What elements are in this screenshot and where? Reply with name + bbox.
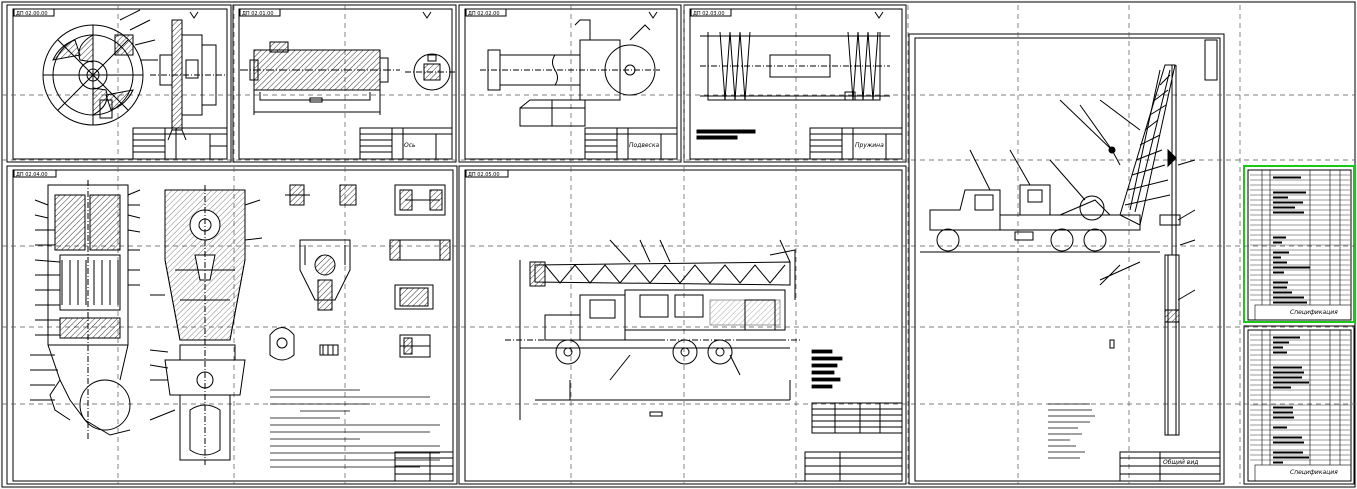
spec-row-text bbox=[1273, 417, 1294, 419]
spec-row-text bbox=[1273, 427, 1287, 429]
sheet-caption-spring: Пружина bbox=[855, 143, 884, 149]
spec-row-text bbox=[1273, 257, 1281, 259]
spec-row-text bbox=[1273, 387, 1291, 389]
spec-row-text bbox=[1273, 407, 1293, 409]
svg-text:ДП 02.05.00: ДП 02.05.00 bbox=[468, 172, 500, 178]
spec-row-text bbox=[1273, 412, 1293, 414]
spec-row-text bbox=[1273, 192, 1306, 194]
spec-row-text bbox=[1273, 262, 1287, 264]
svg-text:ДП 02.01.00: ДП 02.01.00 bbox=[242, 11, 274, 17]
spec-row-text bbox=[1273, 297, 1304, 299]
spec-row-text bbox=[1273, 252, 1289, 254]
spec-row-text bbox=[1273, 212, 1304, 214]
sheet-caption-bracket: Подвеска bbox=[629, 143, 659, 149]
spec-caption-b: Спецификация bbox=[1290, 470, 1338, 476]
spec-row-text bbox=[1273, 197, 1288, 199]
spec-row-text bbox=[1273, 282, 1288, 284]
spec-row-text bbox=[1273, 337, 1300, 339]
spec-row-text bbox=[1273, 202, 1303, 204]
spec-row-text bbox=[1273, 452, 1303, 454]
svg-text:ДП 02.00.00: ДП 02.00.00 bbox=[16, 11, 48, 17]
spec-row-text bbox=[1273, 352, 1287, 354]
svg-text:ДП 02.04.00: ДП 02.04.00 bbox=[16, 172, 48, 178]
spec-row-text bbox=[1273, 267, 1310, 269]
spec-row-text bbox=[1273, 437, 1302, 439]
spec-row-text bbox=[1273, 292, 1292, 294]
sheet-caption-shaft: Ось bbox=[404, 143, 416, 149]
spec-row-text bbox=[1273, 442, 1304, 444]
spec-row-text bbox=[1273, 237, 1286, 239]
spec-row-text bbox=[1273, 207, 1295, 209]
spec-row-text bbox=[1273, 287, 1287, 289]
spec-row-text bbox=[1273, 302, 1307, 304]
spec-row-text bbox=[1273, 242, 1282, 244]
spec-row-text bbox=[1273, 347, 1283, 349]
spec-row-text bbox=[1273, 382, 1309, 384]
spec-row-text bbox=[1273, 377, 1302, 379]
spec-row-text bbox=[1273, 457, 1309, 459]
sheet-caption-overview: Общий вид bbox=[1163, 460, 1198, 466]
svg-text:ДП 02.03.00: ДП 02.03.00 bbox=[693, 11, 725, 17]
spec-row-text bbox=[1273, 342, 1289, 344]
spec-row-text bbox=[1273, 462, 1283, 464]
spec-row-text bbox=[1273, 372, 1304, 374]
spec-caption-a: Спецификация bbox=[1290, 310, 1338, 316]
spec-row-text bbox=[1273, 272, 1284, 274]
spec-row-text bbox=[1273, 367, 1302, 369]
svg-text:ДП 02.02.00: ДП 02.02.00 bbox=[468, 11, 500, 17]
spec-row-text bbox=[1273, 177, 1301, 179]
